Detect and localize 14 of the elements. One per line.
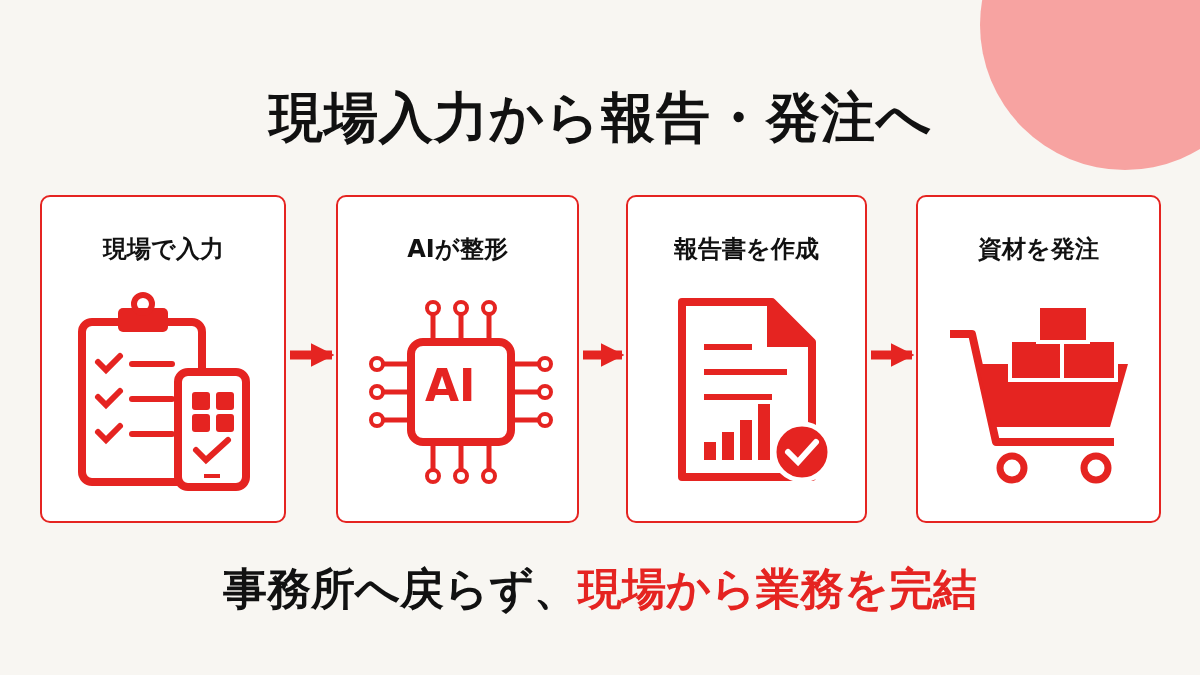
step-heading: 報告書を作成: [674, 234, 819, 265]
step-heading: 資材を発注: [978, 234, 1099, 265]
step-card: [626, 195, 867, 523]
chip-label: AI: [425, 360, 476, 411]
caption: 事務所へ戻らず、現場から業務を完結: [223, 562, 977, 616]
arrow: [871, 343, 915, 367]
step-card: [916, 195, 1161, 523]
step-heading: 現場で入力: [102, 234, 224, 265]
step-card: [40, 195, 286, 523]
arrow: [583, 343, 625, 367]
step-card: [336, 195, 579, 523]
arrow: [290, 343, 335, 367]
title: 現場入力から報告・発注へ: [268, 85, 932, 151]
step-heading: AIが整形: [407, 234, 508, 265]
